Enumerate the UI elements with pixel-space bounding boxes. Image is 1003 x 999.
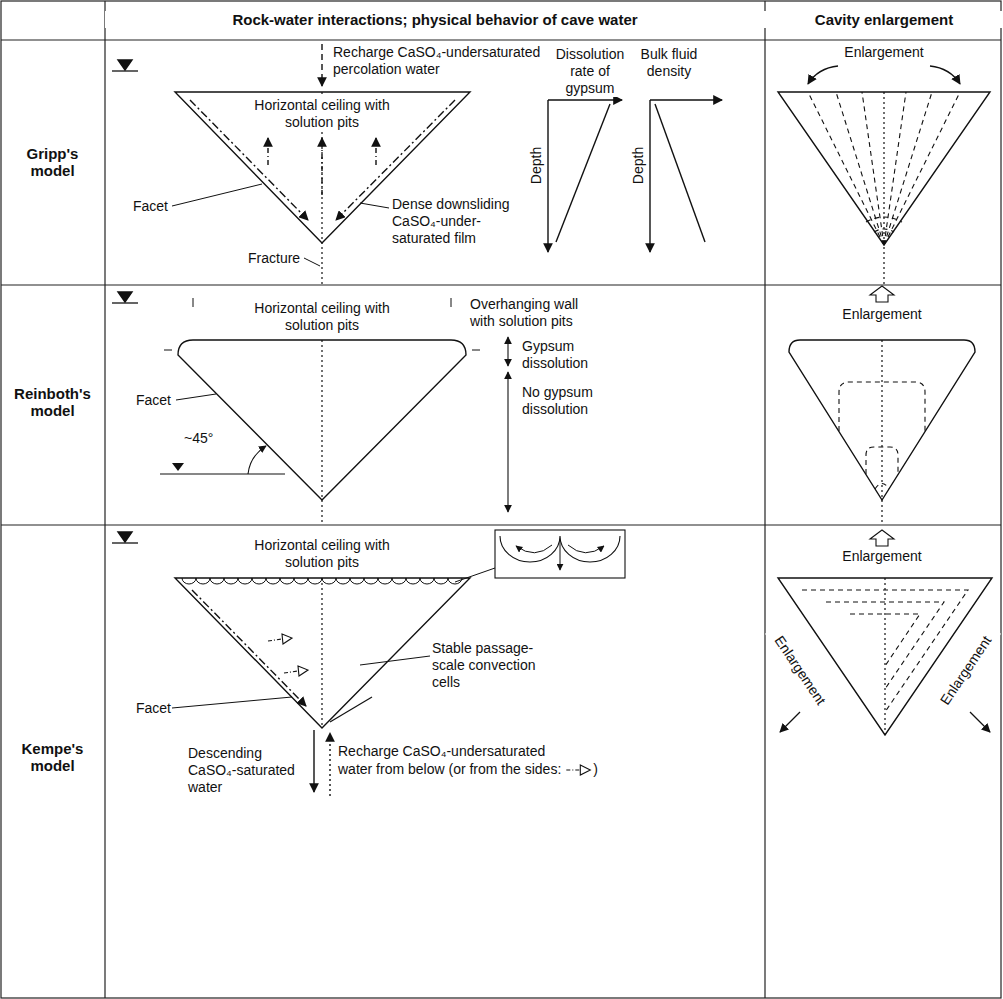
annotation-label: Enlargement <box>765 624 835 716</box>
annotation-label: Gypsum dissolution <box>522 338 604 372</box>
annotation-label: Depth <box>630 141 647 191</box>
annotation-label: ) <box>593 761 598 778</box>
annotation-label: Facet <box>136 392 174 409</box>
annotation-label: Stable passage-scale convection cells <box>432 640 558 691</box>
annotation-label: water from below (or from the sides: <box>338 761 561 778</box>
annotation-label: Enlargement <box>931 624 1001 716</box>
annotation-label: Overhanging wall with solution pits <box>470 296 600 330</box>
annotation-label: Bulk fluid density <box>640 46 698 80</box>
annotation-label: Descending CaSO₄-saturated water <box>188 745 300 796</box>
annotation-label: Enlargement <box>830 548 934 565</box>
kempe-panel <box>112 530 992 796</box>
annotation-label: Depth <box>528 141 545 191</box>
annotation-label: Recharge CaSO₄-undersaturated percolatio… <box>333 44 547 78</box>
row-heading: Reinboth's model <box>10 385 95 419</box>
annotation-label: Enlargement <box>832 44 936 61</box>
row-heading: Gripp's model <box>10 145 95 179</box>
gripp-panel <box>112 44 990 285</box>
annotation-label: Horizontal ceiling with solution pits <box>252 97 392 131</box>
annotation-label: Recharge CaSO₄-undersaturated <box>338 743 545 760</box>
column-heading: Cavity enlargement <box>765 11 1003 28</box>
annotation-label: Horizontal ceiling with solution pits <box>252 537 392 571</box>
annotation-label: ~45° <box>184 430 228 447</box>
column-heading: Rock-water interactions; physical behavi… <box>105 11 765 28</box>
annotation-label: Facet <box>136 700 172 717</box>
annotation-label: Dissolution rate of gypsum <box>553 46 627 97</box>
annotation-label: Horizontal ceiling with solution pits <box>252 300 392 334</box>
annotation-label: Dense downsliding CaSO₄-under-saturated … <box>392 196 527 247</box>
row-heading: Kempe's model <box>10 740 95 774</box>
annotation-label: Facet <box>133 198 171 215</box>
reinboth-panel <box>112 286 975 525</box>
annotation-label: Fracture <box>248 250 304 267</box>
annotation-label: No gypsum dissolution <box>522 384 604 418</box>
annotation-label: Enlargement <box>830 306 934 323</box>
